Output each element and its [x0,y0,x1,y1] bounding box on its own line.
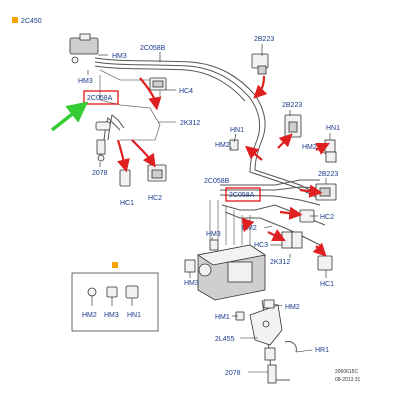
legend-parts [87,285,139,306]
legend-label-hn1: HN1 [127,312,141,319]
reference-label: 2C450 [21,18,42,25]
brake-lines [94,57,326,381]
label-hm1: HM1 [215,314,230,321]
label-hm2-low: HM2 [285,304,300,311]
arrow-to-hc1-right [312,242,327,257]
arrow-to-b223-mid [277,133,293,149]
footer-code: 2060615C [335,369,358,375]
label-hm2-mid: HM2 [215,142,230,149]
label-hc2-left: HC2 [148,195,162,202]
clip-hm3-center [209,239,219,251]
label-2k312-low: 2K312 [270,259,290,266]
label-hc2-right: HC2 [320,214,334,221]
mid-right-bracket-b223 [284,114,302,138]
red-arrows [116,75,330,257]
clip-hc2-left [147,164,167,182]
arrow-to-2c058a-left [50,101,89,132]
arrow-to-hm2-center [241,217,255,233]
hose-hr1 [264,341,297,361]
arrow-to-hc2-right [279,206,303,220]
label-hm2-right: HM2 [302,144,317,151]
label-hm3-left: HM3 [78,78,93,85]
label-2078-low: 2078 [225,370,241,377]
legend-square-icon [112,262,118,268]
label-hn1-right: HN1 [326,125,340,132]
label-2c058b-mid: 2C058B [204,178,230,185]
label-hm3-top: HM3 [112,53,127,60]
reference-square-icon [12,17,18,23]
legend-label-hm3: HM3 [104,312,119,319]
arrow-to-hc2-left [131,139,156,168]
highlight-box-2c058a-left [83,90,119,105]
label-2b223-top: 2B223 [254,36,274,43]
label-hc4: HC4 [179,88,193,95]
bracket-2l455 [249,304,283,346]
label-2l455: 2L455 [215,336,235,343]
green-arrow [50,101,89,132]
label-2k312-mid: 2K312 [180,120,200,127]
left-hose-2078 [95,121,111,162]
clip-hm2-right [325,151,337,163]
label-hc1-left: HC1 [120,200,134,207]
label-hc1-right: HC1 [320,281,334,288]
label-2c058a-mid: 2C058A [229,192,255,199]
arrow-to-hc3 [267,229,286,241]
arrow-to-b223-right [299,184,323,198]
label-hm3-bottom: HM3 [184,280,199,287]
label-hn1-mid: HN1 [230,127,244,134]
label-hr1: HR1 [315,347,329,354]
arrow-to-hn1-right [315,143,330,155]
arrow-to-2b223-top [253,75,268,99]
label-hm3-center: HM3 [206,231,221,238]
clip-hn1-mid [229,139,239,151]
clip-hm2-low [263,299,275,309]
top-clip-hc4 [149,77,167,91]
label-2c058a-left: 2C058A [87,95,113,102]
label-2078-left: 2078 [92,170,108,177]
clip-hc1-right [317,255,333,271]
clip-hc1-left [119,169,131,187]
arrow-to-hc4 [139,77,162,111]
master-cylinder-fitting [69,33,99,64]
abs-module [196,244,267,301]
top-right-bracket-b223 [251,53,269,75]
clip-hc3 [281,231,303,249]
right-bracket-b223-low [315,183,337,201]
clip-hm3-bottom [184,259,196,273]
clip-hn1-right [324,139,336,153]
label-2b223-mid: 2B223 [282,102,302,109]
hose-2078-low [267,364,277,384]
highlight-box-2c058a-mid [225,187,261,202]
footer-date: 08-2013 31 [335,377,361,383]
label-2c058b-top: 2C058B [140,45,166,52]
label-2b223-right: 2B223 [318,171,338,178]
legend-box [71,272,159,332]
label-hm2-center: HM2 [242,225,257,232]
legend-label-hm2: HM2 [82,312,97,319]
arrow-to-hc1-left [116,139,130,173]
label-hc3: HC3 [254,242,268,249]
arrow-to-2c058a-mid [244,145,263,161]
